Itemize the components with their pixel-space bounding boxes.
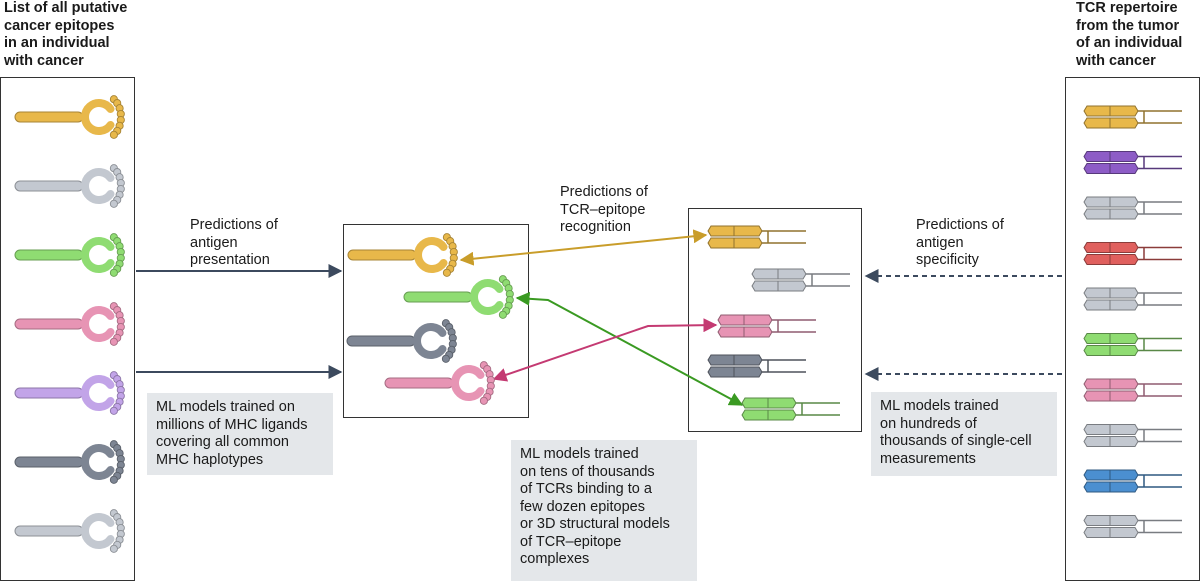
peptide-bead (498, 310, 507, 319)
middle-tcr-group (707, 225, 850, 421)
repertoire-tcr-blue (1083, 469, 1182, 493)
repertoire-tcr-red (1083, 242, 1182, 265)
middle-epitope-green (403, 275, 514, 319)
tcr-models-note: ML models trained on tens of thousands o… (511, 440, 697, 581)
repertoire-tcr-gray (1083, 515, 1182, 538)
middle-epitope-gold (347, 233, 458, 277)
peptide-bead (109, 268, 118, 277)
repertoire-tcr-gray (1083, 424, 1182, 447)
right-tcr-list (1083, 105, 1182, 538)
recognition-arrow-magenta (492, 318, 718, 382)
middle-epitope-slate (346, 319, 457, 363)
mhc-models-note: ML models trained on millions of MHC lig… (147, 393, 333, 475)
recognized-tcr-gold (707, 225, 806, 249)
peptide-bead (109, 544, 118, 553)
left-epitope-gray (14, 509, 125, 553)
left-epitope-pink (14, 302, 125, 346)
repertoire-tcr-gray (1083, 287, 1182, 311)
repertoire-tcr-pink (1083, 378, 1182, 402)
left-panel-heading: List of all putative cancer epitopes in … (4, 0, 128, 69)
repertoire-tcr-green (1083, 333, 1182, 356)
recognition-arrow-green (515, 291, 744, 406)
left-epitope-list (14, 95, 125, 553)
left-epitope-gray (14, 164, 125, 208)
peptide-bead (109, 130, 118, 139)
peptide-bead (479, 396, 488, 405)
recognized-tcr-slate (707, 354, 806, 378)
antigen-specificity-label: Predictions of antigen specificity (916, 217, 1004, 268)
peptide-bead (442, 268, 451, 277)
recognized-tcr-pink (717, 314, 816, 338)
right-panel-heading: TCR repertoire from the tumor of an indi… (1076, 0, 1183, 69)
left-epitope-lavender (14, 371, 125, 415)
peptide-bead (109, 406, 118, 415)
middle-epitope-group (346, 233, 514, 405)
single-cell-models-note: ML models trained on hundreds of thousan… (871, 392, 1057, 476)
left-epitope-green (14, 233, 125, 277)
recognized-tcr-green (741, 397, 840, 421)
peptide-bead (109, 337, 118, 346)
peptide-bead (441, 354, 450, 363)
repertoire-tcr-gray (1083, 196, 1182, 220)
recognition-arrow-gold (459, 229, 708, 266)
repertoire-tcr-purple (1083, 151, 1182, 174)
left-epitope-gold (14, 95, 125, 139)
antigen-presentation-label: Predictions of antigen presentation (190, 217, 278, 268)
repertoire-tcr-gold (1083, 105, 1182, 129)
recognized-tcr-gray (751, 268, 850, 292)
peptide-bead (109, 199, 118, 208)
left-epitope-slate (14, 440, 125, 484)
peptide-bead (109, 475, 118, 484)
middle-epitope-pink (384, 361, 495, 405)
